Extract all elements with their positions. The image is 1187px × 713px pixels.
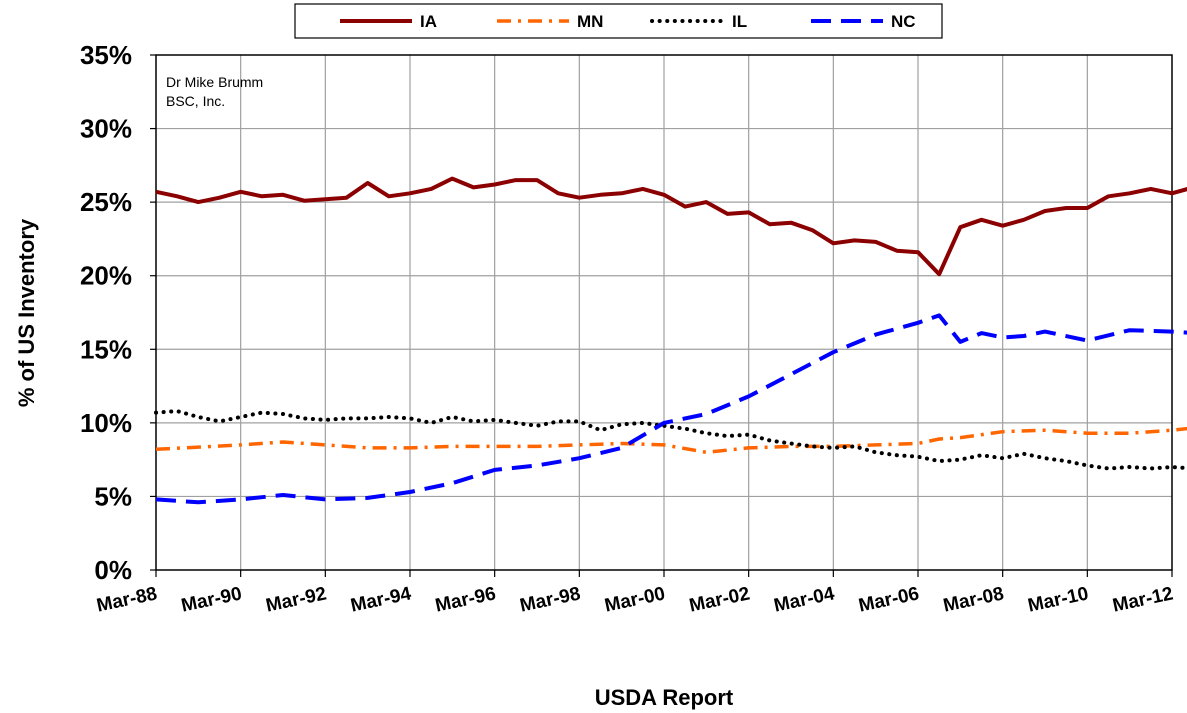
legend: IA MN IL NC [294,3,943,39]
y-tick-label: 25% [80,187,132,217]
legend-label: IL [732,12,747,31]
series-layer [154,176,1187,505]
legend-item-il: IL [650,12,747,31]
series-ia [155,176,1187,277]
x-axis-title: USDA Report [595,685,734,710]
legend-label: MN [577,12,603,31]
x-axis-tick-marks [155,570,1173,577]
y-tick-label: 10% [80,408,132,438]
legend-label: NC [891,12,916,31]
legend-item-ia: IA [340,12,437,31]
series-il [154,409,1187,471]
annotation-author: Dr Mike Brumm [166,74,263,90]
legend-item-nc: NC [811,12,916,31]
vertical-gridlines [240,55,1088,570]
y-axis-title: % of US Inventory [14,218,39,407]
series-line-ia [155,176,1187,277]
legend-item-mn: MN [497,12,603,31]
y-axis-tick-labels: 0% 5% 10% 15% 20% 25% 30% 35% [80,40,156,585]
y-tick-label: 20% [80,261,132,291]
series-line-il [154,409,1187,471]
legend-label: IA [420,12,437,31]
series-line-nc [155,313,1187,505]
y-tick-label: 35% [80,40,132,70]
series-line-mn [155,426,1187,455]
y-tick-label: 5% [94,481,132,511]
series-nc [155,313,1187,505]
series-mn [155,426,1187,455]
y-tick-label: 15% [80,334,132,364]
y-tick-label: 30% [80,114,132,144]
annotation-organization: BSC, Inc. [166,93,225,109]
y-tick-label: 0% [94,555,132,585]
